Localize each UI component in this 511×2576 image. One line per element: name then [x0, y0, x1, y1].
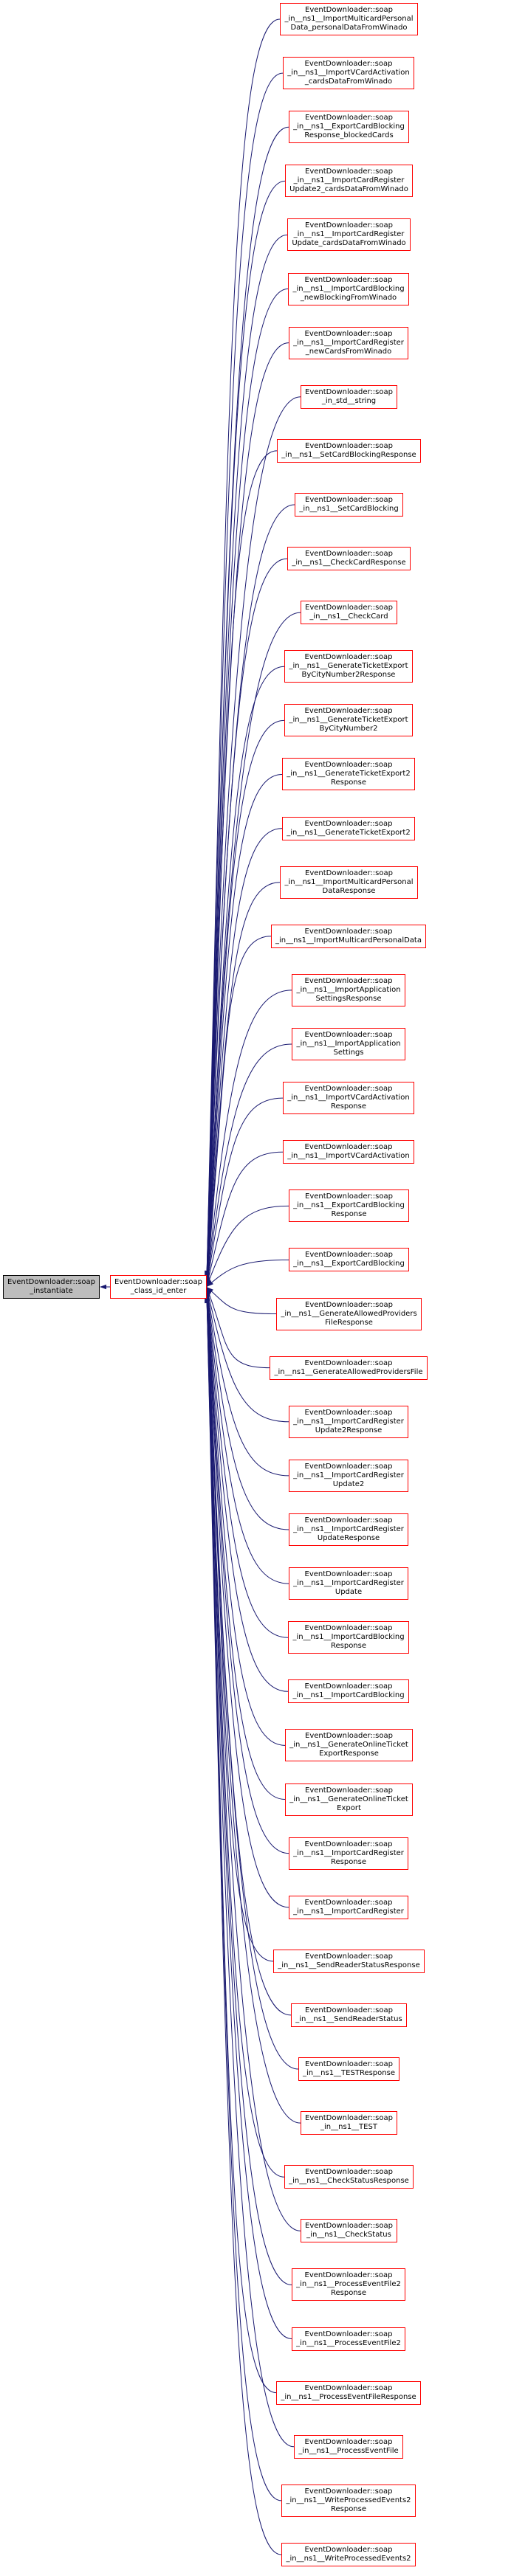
- node-caller[interactable]: EventDownloader::soap _in__ns1__TEST: [301, 2111, 397, 2135]
- node-caller[interactable]: EventDownloader::soap _in__ns1__ImportCa…: [289, 1567, 408, 1600]
- node-caller[interactable]: EventDownloader::soap _in__ns1__CheckCar…: [301, 601, 397, 624]
- node-caller[interactable]: EventDownloader::soap _in__ns1__ImportAp…: [292, 1028, 405, 1060]
- node-caller[interactable]: EventDownloader::soap _in__ns1__ImportAp…: [292, 974, 405, 1006]
- arrowhead: [100, 1284, 106, 1290]
- node-caller[interactable]: EventDownloader::soap _in__ns1__Generate…: [276, 1298, 422, 1330]
- node-caller[interactable]: EventDownloader::soap _in__ns1__ImportCa…: [289, 1406, 408, 1438]
- node-caller[interactable]: EventDownloader::soap _in__ns1__SetCardB…: [295, 493, 403, 517]
- node-caller[interactable]: EventDownloader::soap _in__ns1__ImportVC…: [283, 57, 414, 89]
- node-caller[interactable]: EventDownloader::soap _in__ns1__TESTResp…: [298, 2057, 399, 2081]
- call-edge: [205, 1292, 292, 2016]
- node-caller[interactable]: EventDownloader::soap _in__ns1__CheckSta…: [301, 2219, 397, 2242]
- node-caller[interactable]: EventDownloader::soap _in__ns1__ImportVC…: [283, 1082, 414, 1114]
- arrowhead: [207, 1280, 213, 1287]
- call-edge: [205, 234, 288, 1280]
- call-edge: [205, 18, 281, 1278]
- node-caller[interactable]: EventDownloader::soap _in__ns1__Generate…: [282, 758, 415, 790]
- node-caller[interactable]: EventDownloader::soap _in__ns1__ImportCa…: [289, 1896, 408, 1919]
- node-caller[interactable]: EventDownloader::soap _in__ns1__ExportCa…: [289, 1248, 409, 1271]
- call-edge: [206, 1286, 277, 1315]
- node-caller[interactable]: EventDownloader::soap _in__ns1__ImportMu…: [280, 866, 418, 899]
- node-soap-instantiate: EventDownloader::soap _instantiate: [3, 1275, 100, 1299]
- arrowhead: [205, 1296, 210, 1304]
- call-edge: [206, 1205, 289, 1287]
- node-caller[interactable]: EventDownloader::soap _in__ns1__ImportCa…: [289, 1460, 408, 1492]
- node-caller[interactable]: EventDownloader::soap _in__ns1__Generate…: [270, 1356, 428, 1380]
- node-caller[interactable]: EventDownloader::soap _in__ns1__ImportMu…: [271, 925, 426, 948]
- node-caller[interactable]: EventDownloader::soap _in__ns1__ImportCa…: [285, 165, 413, 197]
- call-edge: [205, 1294, 285, 2178]
- call-edge: [206, 1259, 289, 1288]
- node-caller[interactable]: EventDownloader::soap _in__ns1__SendRead…: [291, 2003, 407, 2027]
- node-caller[interactable]: EventDownloader::soap _in__ns1__ImportCa…: [288, 1679, 409, 1703]
- node-caller[interactable]: EventDownloader::soap _in__ns1__ProcessE…: [292, 2268, 405, 2301]
- node-caller[interactable]: EventDownloader::soap _in__ns1__ImportVC…: [283, 1140, 414, 1164]
- call-edge: [100, 1284, 110, 1290]
- node-caller[interactable]: EventDownloader::soap _in__ns1__ImportCa…: [289, 1837, 408, 1870]
- node-caller[interactable]: EventDownloader::soap _in__ns1__ImportCa…: [289, 327, 408, 359]
- node-caller[interactable]: EventDownloader::soap _in__ns1__Generate…: [284, 650, 413, 683]
- call-edge: [205, 342, 289, 1280]
- node-caller[interactable]: EventDownloader::soap _in__ns1__SetCardB…: [277, 439, 421, 463]
- arrowhead: [207, 1287, 213, 1294]
- node-caller[interactable]: EventDownloader::soap _in_std__string: [301, 385, 397, 409]
- node-caller[interactable]: EventDownloader::soap _in__ns1__ImportCa…: [288, 1621, 409, 1654]
- node-caller[interactable]: EventDownloader::soap _in__ns1__ProcessE…: [276, 2381, 421, 2405]
- node-caller[interactable]: EventDownloader::soap _in__ns1__SendRead…: [273, 1950, 425, 1973]
- node-caller[interactable]: EventDownloader::soap _in__ns1__ImportCa…: [287, 218, 411, 251]
- node-caller[interactable]: EventDownloader::soap _in__ns1__ImportMu…: [280, 3, 418, 35]
- node-caller[interactable]: EventDownloader::soap _in__ns1__ImportCa…: [288, 273, 409, 305]
- node-soap-class-id-enter[interactable]: EventDownloader::soap _class_id_enter: [110, 1275, 207, 1299]
- node-caller[interactable]: EventDownloader::soap _in__ns1__CheckSta…: [284, 2165, 414, 2189]
- node-caller[interactable]: EventDownloader::soap _in__ns1__Generate…: [282, 817, 415, 840]
- node-caller[interactable]: EventDownloader::soap _in__ns1__Generate…: [285, 1783, 413, 1816]
- node-caller[interactable]: EventDownloader::soap _in__ns1__WritePro…: [281, 2543, 416, 2566]
- node-caller[interactable]: EventDownloader::soap _in__ns1__WritePro…: [281, 2485, 416, 2517]
- node-caller[interactable]: EventDownloader::soap _in__ns1__ImportCa…: [289, 1513, 408, 1546]
- node-caller[interactable]: EventDownloader::soap _in__ns1__CheckCar…: [287, 547, 411, 570]
- node-caller[interactable]: EventDownloader::soap _in__ns1__ExportCa…: [289, 111, 409, 143]
- node-caller[interactable]: EventDownloader::soap _in__ns1__ExportCa…: [289, 1189, 409, 1222]
- node-caller[interactable]: EventDownloader::soap _in__ns1__ProcessE…: [294, 2435, 403, 2459]
- node-caller[interactable]: EventDownloader::soap _in__ns1__ProcessE…: [292, 2327, 405, 2351]
- call-edge: [205, 1296, 282, 2555]
- node-caller[interactable]: EventDownloader::soap _in__ns1__Generate…: [284, 704, 413, 736]
- node-caller[interactable]: EventDownloader::soap _in__ns1__Generate…: [285, 1729, 413, 1761]
